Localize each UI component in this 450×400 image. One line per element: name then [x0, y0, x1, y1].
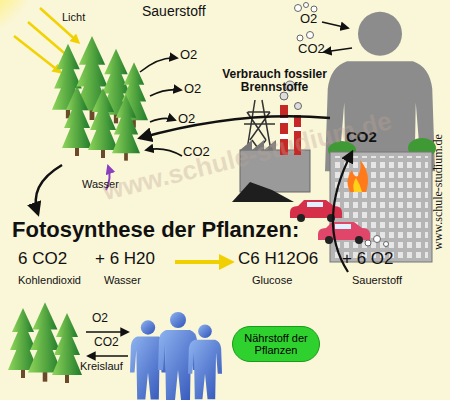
bubble — [384, 242, 389, 247]
smoke — [295, 103, 302, 110]
term-name: Kohlendioxid — [18, 274, 81, 286]
flow-arrow — [322, 22, 348, 28]
light-label: Licht — [62, 11, 85, 23]
cycle-label: Kreislauf — [80, 360, 123, 372]
bubble — [365, 240, 371, 246]
formula-label: O2 — [178, 112, 195, 126]
equation-term: 6 CO2 — [18, 250, 67, 269]
wheel — [325, 236, 333, 244]
car-window — [335, 224, 351, 229]
website-label: www.schule-studium.de — [432, 134, 445, 250]
equation-term: + 6 O2 — [342, 250, 394, 269]
tree — [112, 95, 140, 160]
cars — [290, 200, 370, 244]
formula-label: O2 — [180, 48, 197, 62]
flow-arrow — [150, 118, 175, 122]
node-text: Nährstoff der Pflanzen — [239, 332, 313, 356]
bubble — [304, 3, 309, 8]
car-window — [307, 202, 323, 207]
wheel — [355, 236, 363, 244]
flow-arrow — [150, 90, 181, 96]
building-windows — [334, 156, 428, 258]
reaction-arrow — [175, 260, 230, 264]
chimney-stripe — [280, 118, 288, 123]
tree — [62, 86, 92, 156]
human-figure — [188, 324, 222, 399]
coal-heap — [232, 182, 294, 202]
bubble — [374, 236, 381, 243]
apartment-building — [328, 138, 436, 262]
flow-arrow — [140, 58, 177, 72]
flow-arrow — [86, 331, 128, 333]
equation-term: + 6 H20 — [95, 250, 155, 269]
flow-arrow — [324, 48, 352, 52]
light-ray — [14, 36, 60, 72]
people-group — [130, 312, 222, 400]
sun — [0, 0, 42, 42]
formula-label: O2 — [184, 82, 201, 96]
formula-label: O2 — [300, 12, 317, 26]
formula-label: CO2 — [94, 336, 119, 349]
equation-term: C6 H12O6 — [238, 250, 318, 269]
bubble — [307, 32, 314, 39]
car — [318, 222, 370, 244]
term-name: Sauerstoff — [352, 274, 402, 286]
term-name: Glucose — [252, 274, 292, 286]
flow-arrow — [146, 149, 182, 156]
tree — [88, 88, 118, 158]
forest — [52, 36, 148, 161]
diagram-title: Fotosynthese der Pflanzen: — [12, 218, 299, 242]
flow-arrow — [88, 355, 128, 357]
tree — [52, 313, 82, 383]
car-body — [318, 222, 370, 240]
bubble — [297, 35, 303, 41]
small-forest — [8, 302, 82, 383]
term-name: Wasser — [104, 274, 141, 286]
formula-label: O2 — [92, 312, 108, 325]
formula-label: CO2 — [298, 42, 325, 56]
bubble — [295, 5, 302, 12]
flow-arrow — [36, 165, 62, 214]
fire — [347, 160, 368, 192]
fire-core — [353, 178, 362, 192]
fossil-fuel-note: Verbrauch fossiler Brennstoffe — [212, 68, 337, 94]
nutrient-pill: Nährstoff der Pflanzen — [232, 326, 320, 362]
flow-arrows — [36, 22, 352, 356]
oxygen-label: Sauerstoff — [142, 4, 206, 19]
